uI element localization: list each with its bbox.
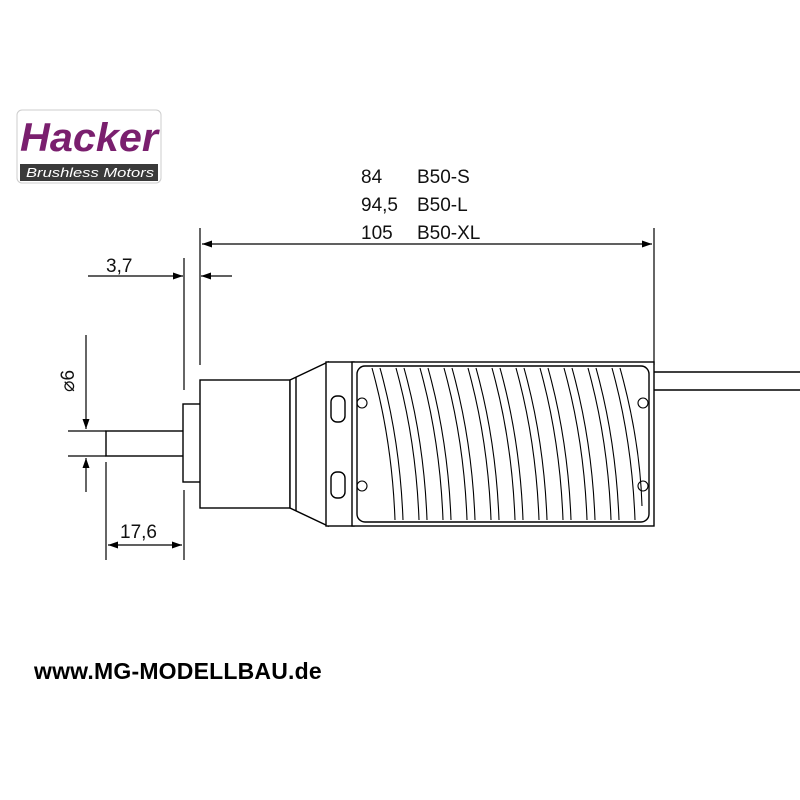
shaft-diameter-label: ⌀6 (58, 370, 79, 392)
front-ring (325, 361, 355, 527)
footer-url[interactable]: www.MG-MODELLBAU.de (34, 658, 322, 684)
cooling-ribs (356, 367, 649, 521)
shaft (105, 430, 185, 457)
shaft-length-label: 17,6 (120, 522, 157, 543)
shaft-collar (182, 403, 202, 483)
shaft-diameter-dimension (68, 335, 106, 492)
length-value-2: 94,5 (361, 195, 398, 216)
length-value-3: 105 (361, 223, 393, 244)
logo-tagline: Brushless Motors (26, 165, 155, 180)
front-housing (199, 379, 291, 509)
length-model-3: B50-XL (417, 223, 480, 244)
motor-body (105, 360, 800, 528)
length-table: 84 B50-S 94,5 B50-L 105 B50-XL (361, 167, 480, 244)
length-model-1: B50-S (417, 167, 470, 188)
shaft-length-dimension (105, 462, 185, 560)
length-value-1: 84 (361, 167, 383, 188)
length-model-2: B50-L (417, 195, 468, 216)
length-dimension (199, 228, 655, 365)
flange-offset-label: 3,7 (106, 256, 132, 277)
hacker-logo: Hacker Brushless Motors (16, 109, 162, 184)
flange-offset-dimension (88, 258, 232, 390)
logo-brand: Hacker (20, 116, 161, 160)
